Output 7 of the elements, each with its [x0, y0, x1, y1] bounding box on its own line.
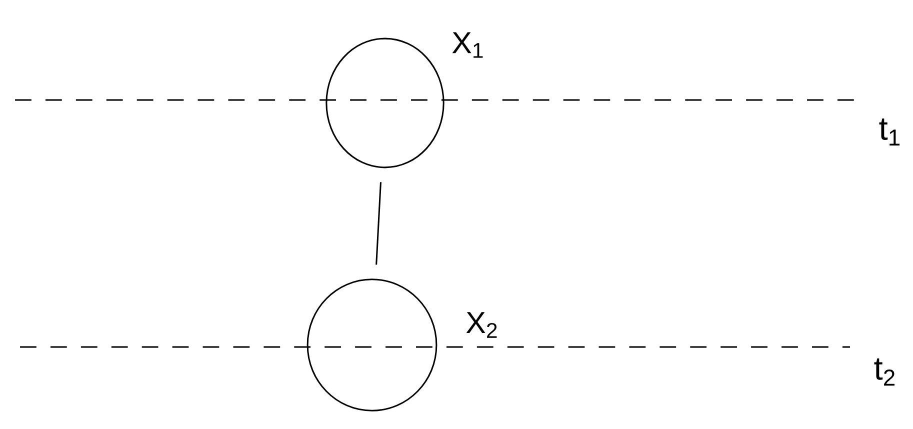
circle-label: X$_{1}$	[452, 32, 483, 58]
time-label: t$_{1}$	[879, 118, 900, 146]
circle	[326, 38, 444, 168]
circle	[306, 278, 438, 412]
connector-line	[376, 182, 382, 265]
time-label: t$_{2}$	[874, 358, 894, 386]
circle-label: X$_{2}$	[466, 312, 497, 338]
